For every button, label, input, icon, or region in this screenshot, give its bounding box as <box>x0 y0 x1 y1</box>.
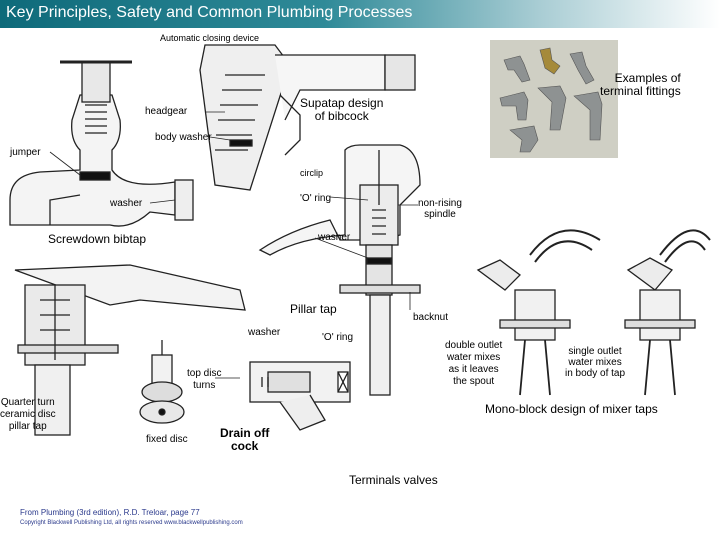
label-backnut: backnut <box>413 312 449 323</box>
label-single-outlet: single outlet water mixes in body of tap <box>565 346 626 379</box>
label-fixed-disc: fixed disc <box>146 434 188 445</box>
label-drain-off-cock: Drain off cock <box>220 426 270 453</box>
label-mono-block: Mono-block design of mixer taps <box>485 402 658 416</box>
label-body-washer: body washer <box>155 132 212 143</box>
drain-off-cock-drawing <box>249 361 351 431</box>
label-o-ring-1: 'O' ring <box>300 193 332 204</box>
quarter-turn-tap-drawing <box>14 264 246 436</box>
screwdown-bibtap-drawing <box>9 60 194 227</box>
page-title: Key Principles, Safety and Common Plumbi… <box>6 4 413 21</box>
label-screwdown-bibtap: Screwdown bibtap <box>48 232 147 246</box>
mono-block-mixers-drawing <box>476 229 711 396</box>
label-pillar-tap: Pillar tap <box>290 302 337 316</box>
label-washer-2: washer <box>318 232 351 243</box>
label-washer-3: washer <box>248 327 281 338</box>
tap-silhouettes <box>499 47 603 153</box>
leader-lines <box>49 111 418 379</box>
label-o-ring-2: 'O' ring <box>322 332 354 343</box>
pillar-tap-drawing <box>258 144 421 396</box>
label-quarter-turn: Quarter turn ceramic disc pillar tap <box>0 397 56 432</box>
footer-copyright: Copyright Blackwell Publishing Ltd, all … <box>20 520 243 526</box>
title-bar: Key Principles, Safety and Common Plumbi… <box>0 0 720 28</box>
label-top-disc: top disc turns <box>187 368 222 391</box>
label-supatap: Supatap design of bibcock <box>300 96 384 123</box>
supatap-drawing <box>199 44 416 191</box>
label-terminals-valves: Terminals valves <box>349 473 438 487</box>
label-headgear: headgear <box>145 106 188 117</box>
label-double-outlet: double outlet water mixes as it leaves t… <box>445 340 503 387</box>
terminal-fittings-photo <box>490 40 618 158</box>
label-automatic-closing-device: Automatic closing device <box>160 33 260 43</box>
label-examples-terminal: Examples of terminal fittings <box>600 71 681 98</box>
footer-source: From Plumbing (3rd edition), R.D. Treloa… <box>20 508 200 517</box>
label-washer-1: washer <box>110 198 143 209</box>
label-jumper: jumper <box>10 147 41 158</box>
ceramic-disc-detail <box>139 340 185 424</box>
label-circlip: circlip <box>300 168 324 178</box>
label-non-rising-spindle: non-rising spindle <box>418 198 462 220</box>
